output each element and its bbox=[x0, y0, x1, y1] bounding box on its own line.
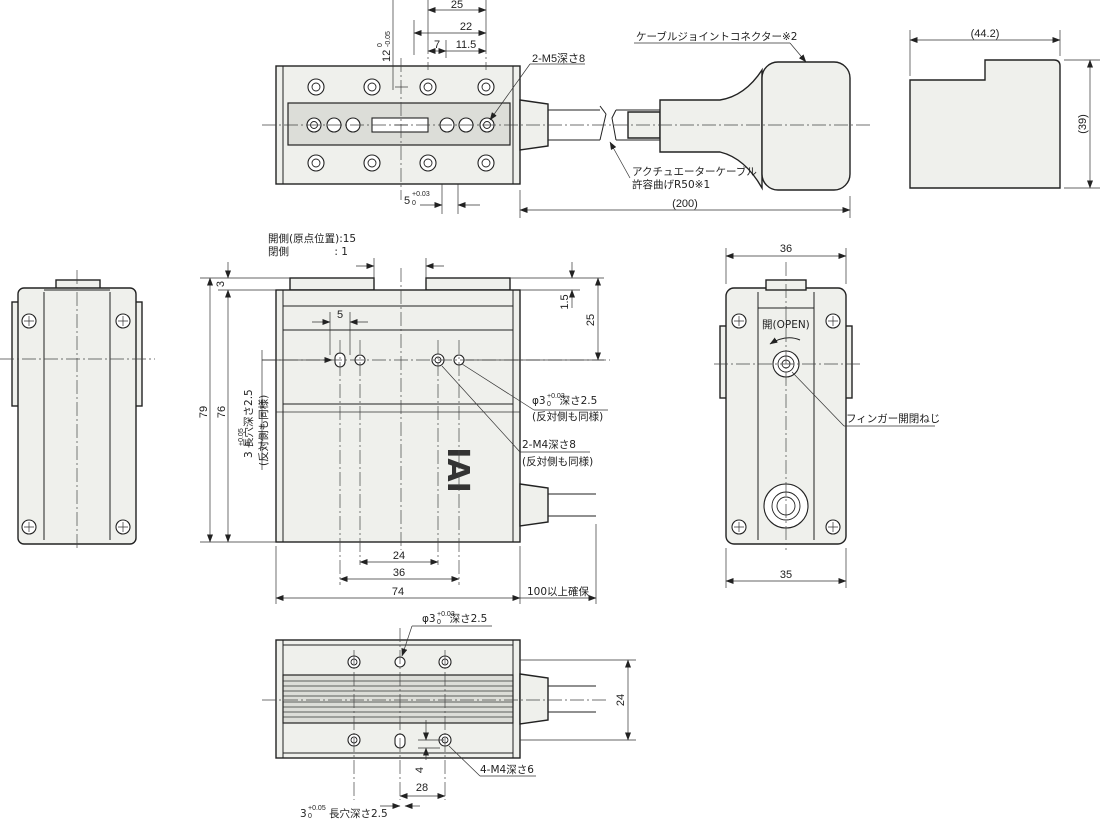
label-2-m4: 2-M4深さ8 bbox=[522, 439, 576, 451]
svg-text:0: 0 bbox=[245, 442, 252, 446]
top-mount-holes bbox=[307, 78, 495, 172]
label-4-m4: 4-M4深さ6 bbox=[480, 764, 534, 776]
dim-74: 74 bbox=[392, 586, 404, 598]
dim-12: 12 bbox=[381, 50, 393, 62]
dim-36-side: 36 bbox=[780, 243, 792, 255]
svg-text:+0.05: +0.05 bbox=[238, 428, 245, 446]
label-bend-radius: 許容曲げR50※1 bbox=[632, 178, 710, 191]
label-2-m5: 2-M5深さ8 bbox=[532, 52, 585, 65]
bottom-ribs bbox=[283, 680, 513, 718]
dim-79: 79 bbox=[198, 406, 210, 418]
label-cable-joint-connector: ケーブルジョイントコネクター※2 bbox=[636, 30, 797, 43]
note-closed-side: 閉側 : 1 bbox=[268, 245, 348, 258]
dim-24-front: 24 bbox=[393, 550, 405, 562]
dim-24-bottom: 24 bbox=[615, 694, 627, 706]
dim-25-top: 25 bbox=[451, 0, 463, 11]
dim-25-front: 25 bbox=[585, 314, 597, 326]
svg-text:+0.05: +0.05 bbox=[308, 805, 326, 812]
svg-text:0: 0 bbox=[377, 43, 384, 47]
svg-text:-0.05: -0.05 bbox=[385, 31, 392, 47]
svg-text:0: 0 bbox=[412, 200, 416, 207]
dim-200: (200) bbox=[672, 198, 698, 210]
dim-11-5: 11.5 bbox=[456, 39, 477, 51]
label-phi3-opposite: (反対側も同様) bbox=[532, 410, 603, 423]
dim-36-front: 36 bbox=[393, 567, 405, 579]
label-slot-front: 3 長穴深さ2.5 bbox=[242, 389, 255, 458]
label-slot-opposite: (反対側も同様) bbox=[257, 395, 270, 466]
dim-44-2: (44.2) bbox=[971, 28, 1000, 40]
front-view: IAI 開側(原点位置):15 閉側 : 1 79 76 3 5 bbox=[198, 232, 610, 604]
svg-text:0: 0 bbox=[308, 813, 312, 820]
right-side-screws bbox=[731, 313, 841, 535]
svg-text:+0.03: +0.03 bbox=[437, 611, 455, 618]
iai-logo: IAI bbox=[440, 447, 475, 493]
svg-text:+0.03: +0.03 bbox=[547, 393, 565, 400]
connector-block bbox=[761, 61, 851, 191]
dim-5-top: 5 bbox=[404, 195, 410, 207]
label-finger-screw: フィンガー開閉ねじ bbox=[846, 413, 940, 425]
label-actuator-cable: アクチュエーターケーブル bbox=[632, 165, 757, 178]
svg-text:0: 0 bbox=[437, 619, 441, 626]
svg-text:0: 0 bbox=[547, 401, 551, 408]
svg-text:長穴深さ2.5: 長穴深さ2.5 bbox=[329, 807, 388, 820]
right-side-view: 開(OPEN) 36 35 フィンガー開閉ねじ bbox=[714, 243, 940, 588]
dim-1-5: 1.5 bbox=[559, 294, 571, 309]
label-m4-opposite: (反対側も同様) bbox=[522, 455, 593, 468]
dim-39: (39) bbox=[1077, 114, 1089, 134]
dim-3: 3 bbox=[215, 281, 227, 287]
dim-100-clearance: 100以上確保 bbox=[527, 585, 590, 598]
top-view: 25 22 7 11.5 12 0 -0.05 2-M5深さ8 5 +0.03 … bbox=[262, 0, 872, 218]
dim-4: 4 bbox=[414, 767, 426, 773]
connector-view: (44.2) (39) bbox=[909, 28, 1100, 189]
left-side-screws bbox=[21, 313, 131, 535]
dim-76: 76 bbox=[216, 406, 228, 418]
dim-28: 28 bbox=[416, 782, 428, 794]
svg-text:+0.03: +0.03 bbox=[412, 191, 430, 198]
note-open-side: 開側(原点位置):15 bbox=[268, 232, 356, 245]
front-body bbox=[275, 289, 521, 543]
left-side-view bbox=[0, 270, 155, 548]
dim-5-front: 5 bbox=[337, 309, 343, 321]
label-slot-bottom: 3 bbox=[300, 808, 307, 820]
dim-35: 35 bbox=[780, 569, 792, 581]
dim-7: 7 bbox=[434, 39, 440, 51]
dim-22: 22 bbox=[460, 21, 472, 33]
